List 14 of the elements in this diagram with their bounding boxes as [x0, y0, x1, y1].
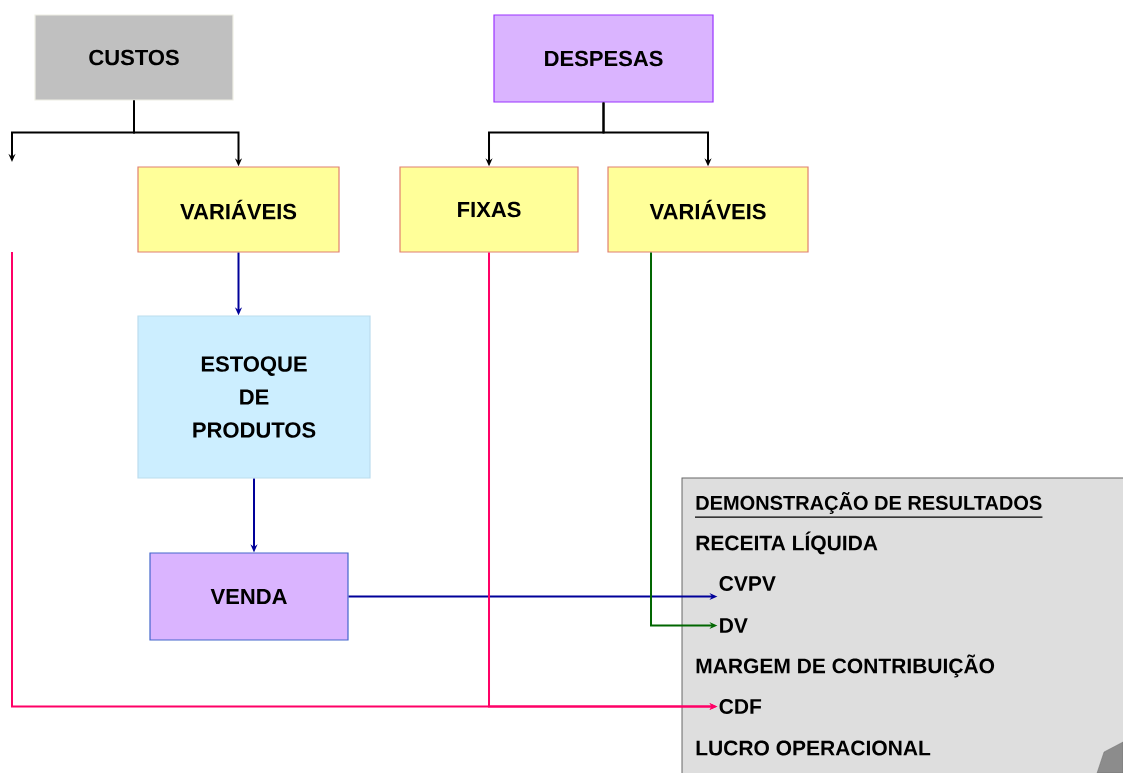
- type-box: VARIÁVEIS: [137, 166, 340, 253]
- statement-item: DV: [720, 618, 748, 633]
- sale-box: VENDA: [149, 552, 349, 641]
- inventory-box: ESTOQUE DE PRODUTOS: [137, 315, 371, 479]
- statement-line: RECEITA LÍQUIDA: [696, 531, 878, 555]
- category-box: CUSTOS: [34, 14, 234, 101]
- category-box: DESPESAS: [493, 14, 714, 103]
- statement-heading: DEMONSTRAÇÃO DE RESULTADOS: [694, 492, 1044, 518]
- statement-line: MARGEM DE CONTRIBUIÇÃO: [696, 654, 995, 678]
- statement-line: LUCRO OPERACIONAL: [696, 740, 931, 756]
- type-box: FIXAS: [399, 166, 579, 253]
- statement-item: CDF: [719, 699, 762, 714]
- statement-item: CVPV: [719, 576, 776, 591]
- type-box: VARIÁVEIS: [607, 166, 809, 253]
